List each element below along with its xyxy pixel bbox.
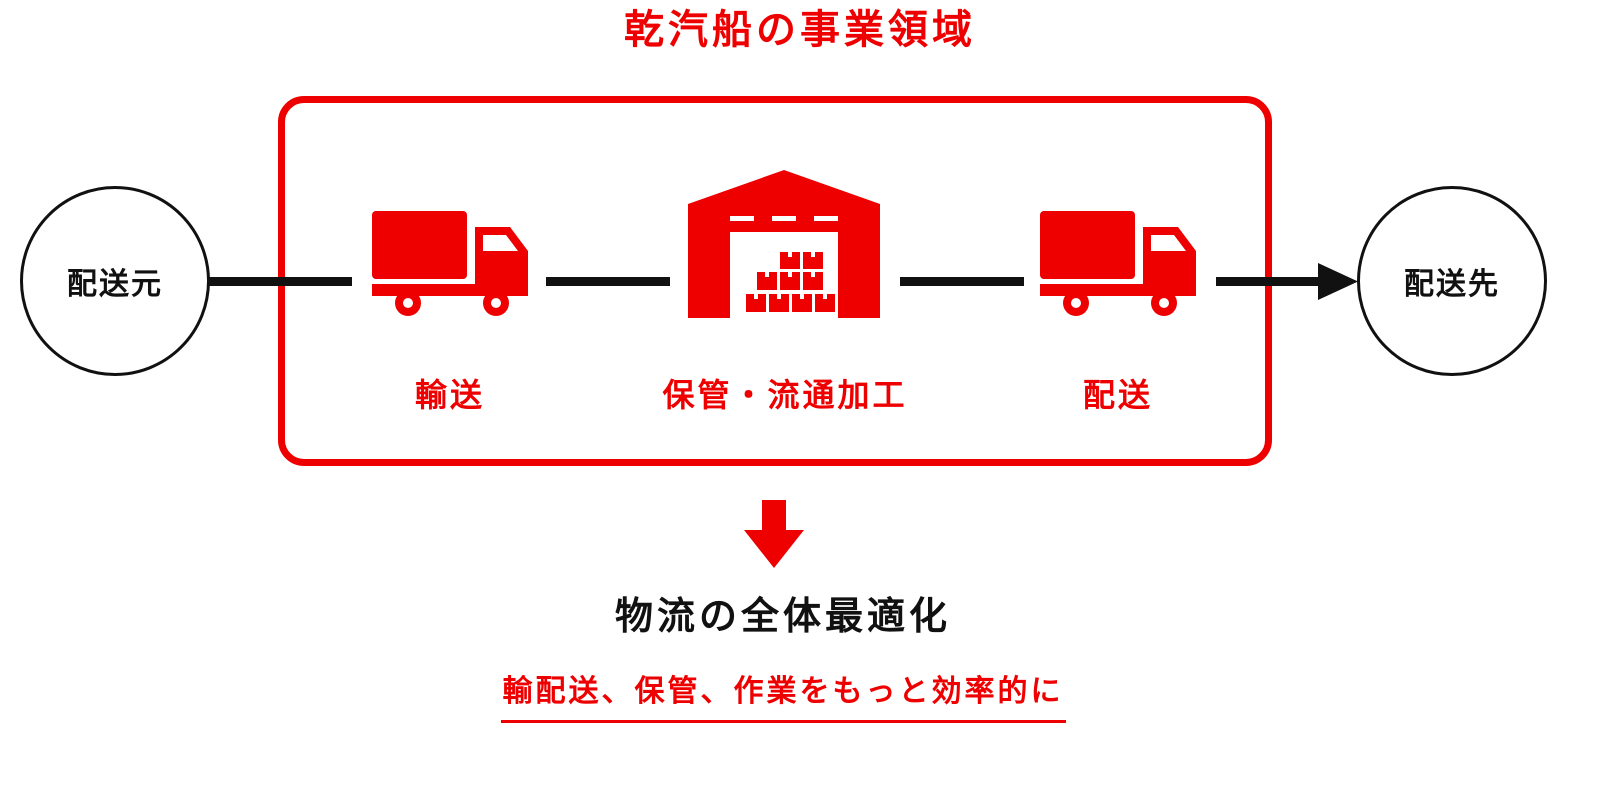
step-label-storage: 保管・流通加工 [662, 376, 908, 414]
truck-icon [372, 211, 528, 316]
connector-origin-to-transport [208, 277, 352, 286]
connector-transport-to-storage [546, 277, 670, 286]
result-heading: 物流の全体最適化 [614, 594, 951, 638]
diagram-title: 乾汽船の事業領域 [624, 7, 976, 53]
truck-icon [1040, 211, 1196, 316]
connector-delivery-to-destination [1216, 277, 1322, 286]
step-label-transport: 輸送 [414, 376, 485, 414]
destination-label: 配送先 [1404, 267, 1500, 302]
origin-node: 配送元 [20, 186, 210, 376]
origin-label: 配送元 [67, 267, 163, 302]
step-label-delivery: 配送 [1082, 376, 1153, 414]
connector-storage-to-delivery [900, 277, 1024, 286]
warehouse-icon [688, 170, 880, 318]
down-arrow-icon [744, 500, 804, 568]
subtitle: 輸配送、保管、作業をもっと効率的に [500, 672, 1066, 723]
destination-node: 配送先 [1357, 186, 1547, 376]
subtitle-wrapper: 輸配送、保管、作業をもっと効率的に [0, 672, 1566, 723]
arrowhead-icon [1318, 263, 1358, 300]
